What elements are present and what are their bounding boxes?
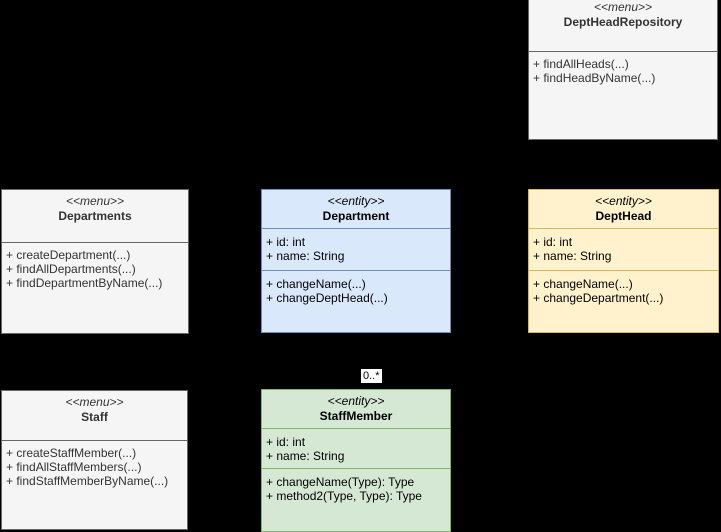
method-label: + findAllStaffMembers(...) [6,460,142,474]
class-header: <<menu>> Staff [2,391,187,440]
attributes-section: + id: int + name: String [262,228,450,270]
class-header: <<menu>> Departments [2,190,188,242]
attributes-section: + id: int + name: String [529,228,718,270]
class-name: Departments [58,209,132,223]
stereotype-label: <<menu>> [65,194,125,208]
class-box-department[interactable]: <<entity>> Department + id: int + name: … [261,189,451,333]
class-header: <<menu>> DeptHeadRepository [529,0,717,51]
method-label: + changeName(Type): Type [266,475,415,489]
method-label: + findAllHeads(...) [533,57,629,71]
attribute-label: + name: String [533,249,612,263]
method-label: + findAllDepartments(...) [6,262,136,276]
multiplicity-label: 0..* [361,369,382,383]
class-header: <<entity>> StaffMember [262,390,450,428]
method-label: + createDepartment(...) [6,248,131,262]
method-label: + findDepartmentByName(...) [6,276,163,290]
methods-section: + changeName(Type): Type + method2(Type,… [262,468,450,503]
method-label: + findHeadByName(...) [533,71,656,85]
method-label: + changeDepartment(...) [533,291,664,305]
methods-section: + createStaffMember(...) + findAllStaffM… [2,440,187,488]
stereotype-label: <<entity>> [327,394,385,408]
class-box-dept-head[interactable]: <<entity>> DeptHead + id: int + name: St… [528,189,719,333]
class-box-staff-member[interactable]: <<entity>> StaffMember + id: int + name:… [261,389,451,532]
method-label: + findStaffMemberByName(...) [6,474,169,488]
attribute-label: + id: int [266,235,306,249]
class-box-staff[interactable]: <<menu>> Staff + createStaffMember(...) … [1,390,188,530]
method-label: + changeName(...) [533,277,633,291]
attribute-label: + id: int [266,435,306,449]
methods-section: + changeName(...) + changeDeptHead(...) [262,270,450,305]
class-box-departments[interactable]: <<menu>> Departments + createDepartment(… [1,189,189,334]
class-name: DeptHead [595,209,652,223]
attribute-label: + name: String [266,449,345,463]
class-name: Staff [81,410,108,424]
class-name: StaffMember [319,409,393,423]
class-header: <<entity>> DeptHead [529,190,718,228]
class-header: <<entity>> Department [262,190,450,228]
class-box-dept-head-repository[interactable]: <<menu>> DeptHeadRepository + findAllHea… [528,0,718,140]
method-label: + createStaffMember(...) [6,446,137,460]
class-name: Department [322,209,390,223]
method-label: + changeName(...) [266,277,366,291]
attribute-label: + id: int [533,235,573,249]
method-label: + method2(Type, Type): Type [266,489,422,503]
methods-section: + findAllHeads(...) + findHeadByName(...… [529,51,717,85]
stereotype-label: <<entity>> [595,194,652,208]
class-name: DeptHeadRepository [563,15,683,29]
stereotype-label: <<menu>> [65,395,124,409]
stereotype-label: <<entity>> [327,194,385,208]
methods-section: + changeName(...) + changeDepartment(...… [529,270,718,305]
attribute-label: + name: String [266,249,345,263]
method-label: + changeDeptHead(...) [266,291,388,305]
attributes-section: + id: int + name: String [262,428,450,468]
stereotype-label: <<menu>> [593,0,653,14]
methods-section: + createDepartment(...) + findAllDepartm… [2,242,188,290]
